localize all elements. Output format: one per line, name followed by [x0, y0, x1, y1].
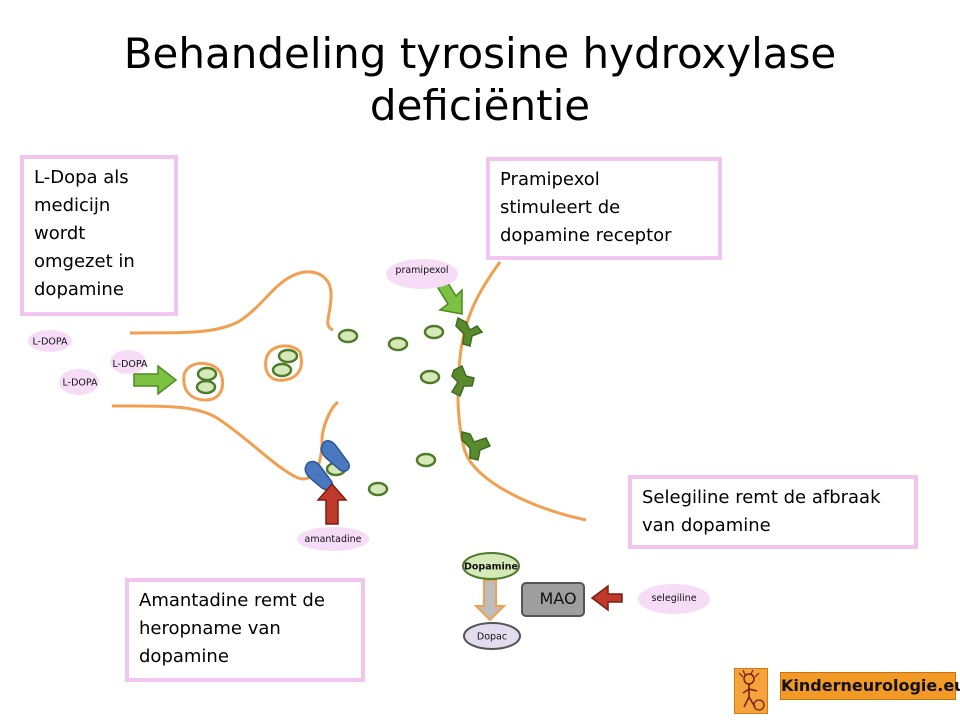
vesicle-compartment-2 [264, 344, 303, 382]
ldopa-bubble-3: L-DOPA [110, 350, 148, 374]
callout-selegiline: Selegiline remt de afbraak van dopamine [628, 475, 918, 549]
callout-ldopa-line-4: omgezet in [34, 251, 135, 272]
pramipexol-bubble: pramipexol [386, 259, 458, 289]
dopamine-node: Dopamine [462, 552, 520, 580]
callout-ldopa-line-2: medicijn [34, 195, 111, 216]
page-title-line-1: Behandeling tyrosine hydroxylase [123, 29, 837, 78]
selegiline-arrow [590, 584, 623, 612]
dopamine-molecule-6 [367, 481, 389, 497]
vesicle-4 [271, 362, 293, 378]
callout-selegiline-line-1: Selegiline remt de afbraak [642, 487, 881, 508]
dopac-node-label: Dopac [477, 632, 507, 643]
callout-amantadine-line-1: Amantadine remt de [139, 590, 325, 611]
amantadine-arrow [316, 482, 348, 525]
vesicle-3 [277, 348, 299, 364]
ldopa-bubble-2: L-DOPA [59, 369, 99, 395]
callout-pramipexol-line-2: stimuleert de [500, 197, 621, 218]
dopamine-receptor-3 [461, 431, 492, 461]
logo-emblem-icon [734, 668, 768, 714]
presynaptic-membrane-top [129, 270, 334, 335]
kinderneurologie-logo[interactable]: Kinderneurologie.eu [734, 668, 960, 716]
mao-enzyme: MAO [521, 582, 585, 617]
callout-amantadine: Amantadine remt de heropname van dopamin… [125, 578, 365, 682]
dopamine-molecule-3 [423, 324, 445, 340]
selegiline-label: selegiline [651, 593, 696, 604]
transporter-part-1 [320, 440, 351, 473]
page-title: Behandeling tyrosine hydroxylase deficië… [0, 28, 960, 132]
conversion-arrow [473, 579, 507, 622]
dopamine-node-label: Dopamine [464, 562, 518, 573]
postsynaptic-membrane [456, 261, 587, 522]
callout-selegiline-line-2: van dopamine [642, 515, 771, 536]
reuptake-transporter [304, 440, 351, 491]
dopamine-receptor-2 [450, 364, 475, 398]
vesicle-1 [196, 366, 218, 382]
amantadine-bubble: amantadine [297, 527, 369, 551]
vesicle-2 [195, 379, 217, 395]
dopamine-molecule-2 [387, 336, 409, 352]
ldopa-arrow [133, 364, 178, 396]
page-title-line-2: deficiëntie [369, 81, 591, 130]
callout-ldopa-line-3: wordt [34, 223, 86, 244]
ldopa-label-1: L-DOPA [33, 337, 68, 348]
selegiline-bubble: selegiline [638, 584, 710, 614]
callout-amantadine-line-3: dopamine [139, 646, 229, 667]
pramipexol-label: pramipexol [395, 265, 448, 276]
callout-pramipexol: Pramipexol stimuleert de dopamine recept… [486, 157, 722, 260]
callout-ldopa: L-Dopa als medicijn wordt omgezet in dop… [20, 155, 178, 316]
ldopa-label-2: L-DOPA [63, 378, 98, 389]
callout-ldopa-line-5: dopamine [34, 279, 124, 300]
dopac-node: Dopac [463, 622, 521, 650]
dopamine-molecule-1 [337, 328, 359, 344]
ldopa-label-3: L-DOPA [113, 359, 148, 370]
mao-label: MAO [539, 589, 576, 608]
callout-pramipexol-line-3: dopamine receptor [500, 225, 672, 246]
dopamine-receptors [450, 316, 492, 461]
dopamine-molecules [195, 324, 445, 497]
dopamine-molecule-4 [419, 369, 441, 385]
callout-ldopa-line-1: L-Dopa als [34, 167, 129, 188]
presynaptic-membrane-bottom [111, 400, 340, 481]
dopamine-molecule-7 [415, 452, 437, 468]
callout-amantadine-line-2: heropname van [139, 618, 281, 639]
logo-text: Kinderneurologie.eu [780, 672, 960, 700]
vesicle-compartment-1 [182, 361, 225, 402]
amantadine-label: amantadine [305, 534, 362, 545]
ldopa-bubble-1: L-DOPA [28, 330, 72, 352]
callout-pramipexol-line-1: Pramipexol [500, 169, 600, 190]
dopamine-receptor-1 [455, 316, 484, 347]
